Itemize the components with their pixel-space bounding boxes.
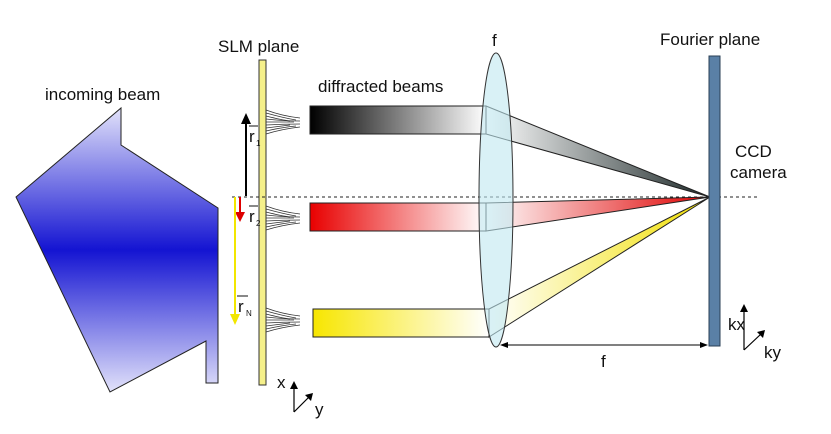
focal-distance-arrowhead-right — [700, 342, 708, 348]
slm-axis-y — [293, 396, 310, 413]
r1-subscript: 1 — [256, 139, 261, 148]
cone-1 — [485, 105, 711, 198]
lens — [478, 52, 514, 348]
wavelet-N — [265, 307, 301, 333]
lens-focal-label: f — [492, 31, 497, 50]
beam-N — [312, 308, 490, 338]
slm-plate — [258, 59, 267, 386]
vector-rN-head — [230, 314, 240, 325]
fourier-plate — [708, 55, 721, 347]
ccd-label-line2: camera — [730, 163, 787, 182]
fourier-axis-ky — [743, 333, 762, 351]
fourier-axis-ky-label: ky — [764, 343, 782, 362]
slm-axis-x-label: x — [277, 373, 286, 392]
beam-1 — [309, 105, 487, 135]
r1-label: r — [249, 127, 255, 146]
slm-axis-y-head — [305, 393, 313, 401]
incoming-beam-label: incoming beam — [45, 85, 160, 104]
rN-subscript: N — [246, 309, 252, 318]
wavelet-2 — [265, 205, 301, 231]
r2-label: r — [249, 207, 255, 226]
focal-distance-label: f — [601, 352, 606, 371]
wavelet-1 — [265, 109, 301, 135]
vector-r2-head — [235, 212, 245, 222]
fourier-axis-kx-label: kx — [728, 315, 746, 334]
focal-distance-arrowhead-left — [500, 342, 508, 348]
fourier-axis-ky-head — [757, 330, 765, 338]
slm-axis-x-head — [290, 381, 298, 389]
diffracted-beams-label: diffracted beams — [318, 77, 443, 96]
incoming-beam-arrow — [15, 106, 219, 393]
fourier-axis-kx-head — [740, 304, 748, 312]
fourier-plane-label: Fourier plane — [660, 30, 760, 49]
r2-subscript: 2 — [256, 219, 261, 228]
vector-r1-head — [241, 113, 251, 124]
rN-label: r — [238, 297, 244, 316]
slm-axis-y-label: y — [315, 400, 324, 419]
beam-2 — [309, 202, 487, 232]
slm-plane-label: SLM plane — [218, 37, 299, 56]
ccd-label-line1: CCD — [735, 142, 772, 161]
